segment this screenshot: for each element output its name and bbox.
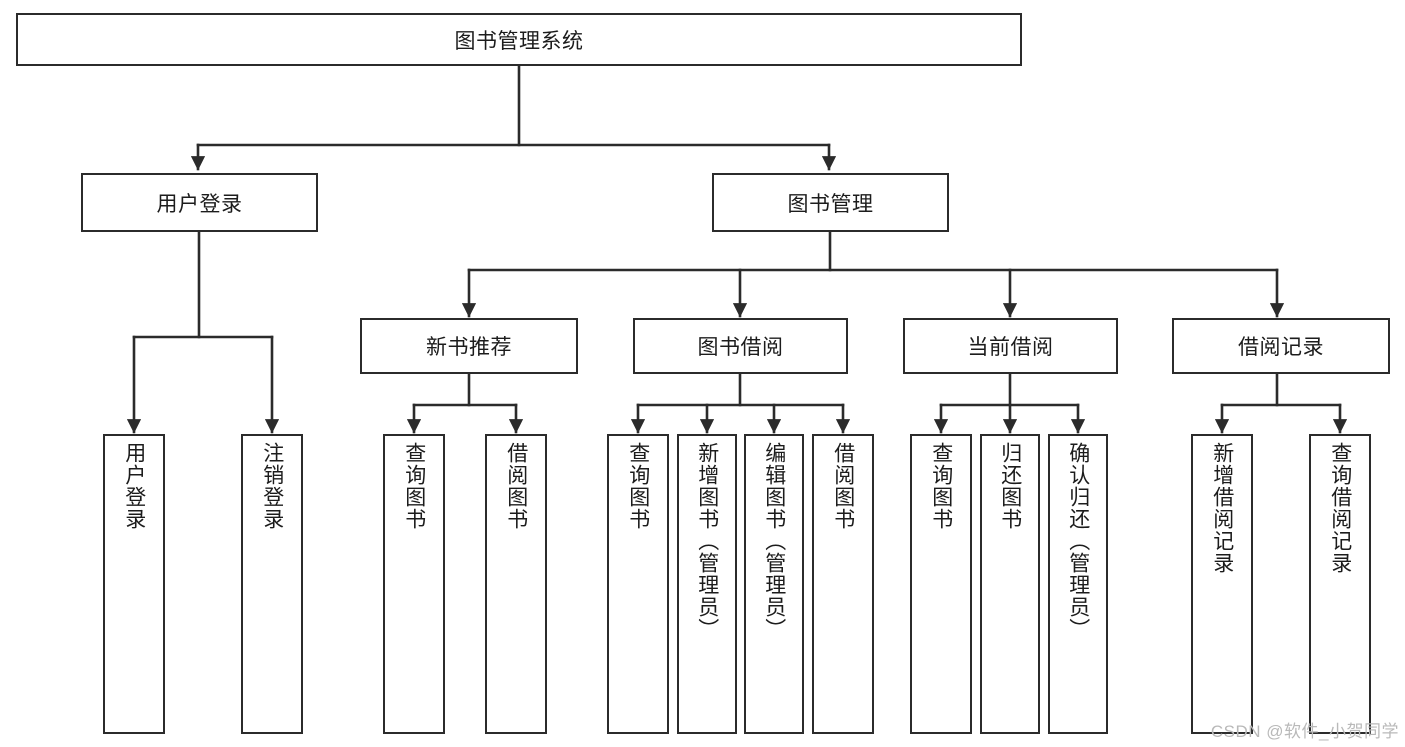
node-borrow-record[interactable]: 借阅记录 [1172, 318, 1390, 374]
leaf-query-borrow-record-label: 查询借阅记录 [1328, 442, 1352, 574]
leaf-edit-book-admin[interactable]: 编辑图书（管理员） [744, 434, 804, 734]
node-new-book-recommend-label: 新书推荐 [426, 336, 512, 359]
leaf-edit-book-admin-label: 编辑图书（管理员） [762, 442, 786, 640]
leaf-return-books[interactable]: 归还图书 [980, 434, 1040, 734]
leaf-borrow-books-label: 借阅图书 [831, 442, 855, 530]
leaf-confirm-return-admin[interactable]: 确认归还（管理员） [1048, 434, 1108, 734]
leaf-borrow-books[interactable]: 借阅图书 [812, 434, 874, 734]
leaf-add-borrow-record[interactable]: 新增借阅记录 [1191, 434, 1253, 734]
node-root-label: 图书管理系统 [454, 29, 584, 53]
leaf-add-book-admin[interactable]: 新增图书（管理员） [677, 434, 737, 734]
node-new-book-recommend[interactable]: 新书推荐 [360, 318, 578, 374]
node-book-borrow[interactable]: 图书借阅 [633, 318, 848, 374]
leaf-user-login[interactable]: 用户登录 [103, 434, 165, 734]
leaf-add-book-admin-label: 新增图书（管理员） [695, 442, 719, 640]
node-user-login[interactable]: 用户登录 [81, 173, 318, 232]
leaf-query-books-recommend[interactable]: 查询图书 [383, 434, 445, 734]
leaf-query-books-recommend-label: 查询图书 [402, 442, 426, 530]
leaf-query-books-borrow-label: 查询图书 [626, 442, 650, 530]
csdn-watermark: CSDN @软件_小贺同学 [1210, 722, 1399, 741]
node-current-borrow-label: 当前借阅 [967, 336, 1054, 359]
leaf-borrow-books-recommend[interactable]: 借阅图书 [485, 434, 547, 734]
node-user-login-label: 用户登录 [156, 192, 243, 216]
leaf-logout-label: 注销登录 [260, 442, 284, 530]
leaf-logout[interactable]: 注销登录 [241, 434, 303, 734]
leaf-query-borrow-record[interactable]: 查询借阅记录 [1309, 434, 1371, 734]
leaf-confirm-return-admin-label: 确认归还（管理员） [1066, 442, 1090, 640]
leaf-borrow-books-recommend-label: 借阅图书 [504, 442, 528, 530]
leaf-query-books-current-label: 查询图书 [929, 442, 953, 530]
leaf-return-books-label: 归还图书 [998, 442, 1022, 530]
node-borrow-record-label: 借阅记录 [1238, 336, 1324, 359]
node-current-borrow[interactable]: 当前借阅 [903, 318, 1118, 374]
node-root[interactable]: 图书管理系统 [16, 13, 1022, 66]
node-book-borrow-label: 图书借阅 [697, 336, 784, 359]
leaf-query-books-current[interactable]: 查询图书 [910, 434, 972, 734]
leaf-user-login-label: 用户登录 [122, 442, 146, 530]
leaf-query-books-borrow[interactable]: 查询图书 [607, 434, 669, 734]
leaf-add-borrow-record-label: 新增借阅记录 [1210, 442, 1234, 574]
node-book-management-label: 图书管理 [787, 192, 874, 216]
node-book-management[interactable]: 图书管理 [712, 173, 949, 232]
